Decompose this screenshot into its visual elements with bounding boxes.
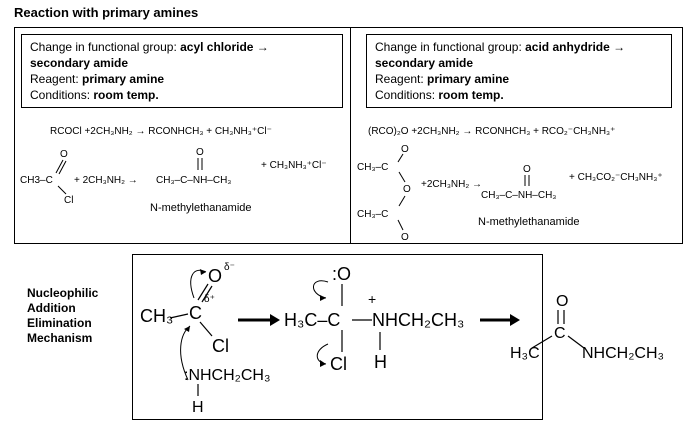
nucleophile: :NHCH₂CH₃ <box>184 367 271 384</box>
mechanism-label-line: Elimination <box>27 316 92 330</box>
table-divider <box>350 27 351 244</box>
alkoxide-oxygen: :O <box>332 264 351 284</box>
mechanism-diagram: CH₃ C δ⁺ O δ⁻ Cl :NHCH₂CH₃ H H₃C–C :O + … <box>140 262 664 416</box>
mechanism-label-line: Addition <box>27 301 76 315</box>
amide-product: CH₃–C–NH–CH₃ <box>156 175 231 186</box>
functional-group-result: secondary amide <box>375 56 474 70</box>
functional-group-label: Change in functional group: <box>375 40 526 54</box>
c-cl-bond <box>57 185 67 195</box>
right-product-name: N-methylethanamide <box>478 216 580 228</box>
product-carbon: C <box>554 325 566 342</box>
c-o-double-bond-1 <box>197 283 209 301</box>
product-amine-group: NHCH₂CH₃ <box>582 345 664 362</box>
left-product-name: N-methylethanamide <box>150 202 252 214</box>
product-oxygen: O <box>556 293 568 310</box>
bottom-bridge-bond <box>398 195 406 207</box>
conditions-label: Conditions: <box>30 88 94 102</box>
reagent-label: Reagent: <box>375 72 428 86</box>
acyl-chloride-structure: O CH3–C Cl + 2CH₃NH₂ → O CH₃–C–NH–CH₃ + … <box>20 147 327 206</box>
chlorine-atom: Cl <box>64 195 73 206</box>
chlorine-atom: Cl <box>212 336 229 356</box>
reactant-acyl: CH3–C <box>20 175 53 186</box>
bottom-acyl-group: CH₃–C <box>357 209 388 220</box>
functional-group-label: Change in functional group: <box>30 40 181 54</box>
methyl-group: CH₃ <box>140 306 173 326</box>
arrowhead <box>320 360 326 367</box>
acid-anhydride-structure: O CH₃–C O CH₃–C O +2CH₃NH₂ → O CH₃–C–NH–… <box>357 144 663 243</box>
acyl-chloride-equation: RCOCl +2CH₃NH₂ → RCONHCH₃ + CH₃NH₃⁺Cl⁻ <box>50 126 272 137</box>
product-oxygen: O <box>196 147 204 158</box>
mechanism-label: Nucleophilic Addition Elimination Mechan… <box>27 286 98 346</box>
mechanism-label-line: Mechanism <box>27 331 93 345</box>
reaction-arrowhead-2 <box>510 314 520 326</box>
ch3-c-bond <box>169 313 189 319</box>
product-methyl: H₃C <box>510 345 540 362</box>
top-bridge-bond <box>398 171 406 183</box>
product-c-n-bond <box>567 335 585 349</box>
product-oxygen: O <box>523 164 531 175</box>
acid-anhydride-info-panel: Change in functional group: acid anhydri… <box>366 34 672 108</box>
bridging-oxygen: O <box>403 184 411 195</box>
reaction-arrowhead-1 <box>270 314 280 326</box>
conditions-label: Conditions: <box>375 88 439 102</box>
amide-product: CH₃–C–NH–CH₃ <box>481 190 556 201</box>
product-ch3-bond <box>531 335 553 349</box>
mechanism-label-line: Nucleophilic <box>27 286 99 300</box>
reagent-label: Reagent: <box>30 72 83 86</box>
functional-group-result: secondary amide <box>30 56 129 70</box>
anhydride-oxygen-bottom: O <box>401 232 409 243</box>
reagent-value: primary amine <box>82 72 165 86</box>
amine-reagent: + 2CH₃NH₂ → <box>74 175 138 186</box>
functional-group-value: acyl chloride → <box>180 40 269 54</box>
amine-reagent: +2CH₃NH₂ → <box>421 179 482 190</box>
top-double-bond <box>397 153 404 163</box>
reagent-value: primary amine <box>427 72 510 86</box>
arrowhead <box>320 295 326 301</box>
carbonyl-oxygen: O <box>208 266 222 286</box>
leaving-chlorine: Cl <box>330 354 347 374</box>
top-acyl-group: CH₃–C <box>357 162 388 173</box>
double-bond-1 <box>55 159 64 174</box>
c-cl-bond <box>199 321 213 337</box>
double-bond-2 <box>58 160 67 175</box>
mechanism-box <box>132 254 543 420</box>
acyl-chloride-info-panel: Change in functional group: acyl chlorid… <box>21 34 343 108</box>
c-o-double-bond-2 <box>201 285 213 303</box>
acid-anhydride-equation: (RCO)₂O +2CH₃NH₂ → RCONHCH₃ + RCO₂⁻CH₃NH… <box>368 126 616 137</box>
page-heading: Reaction with primary amines <box>14 5 199 20</box>
reactions-table <box>14 27 683 244</box>
conditions-value: room temp. <box>438 88 504 102</box>
ammonium-chloride: + CH₃NH₃⁺Cl⁻ <box>261 160 327 171</box>
positive-charge: + <box>368 291 376 307</box>
functional-group-value: acid anhydride → <box>525 40 626 54</box>
carbonyl-carbon: C <box>189 303 202 323</box>
intermediate-carbon-chain: H₃C–C <box>284 310 340 330</box>
delta-plus: δ⁺ <box>204 294 215 305</box>
delta-minus: δ⁻ <box>224 262 235 273</box>
anhydride-oxygen-top: O <box>401 144 409 155</box>
bottom-double-bond <box>397 219 404 231</box>
carbonyl-oxygen: O <box>60 149 68 160</box>
ammonium-hydrogen: H <box>374 352 387 372</box>
arrowhead <box>184 326 190 332</box>
arrowhead <box>200 269 206 275</box>
conditions-value: room temp. <box>93 88 159 102</box>
ammonium-group: NHCH₂CH₃ <box>372 310 464 330</box>
curly-arrow-leave <box>316 343 329 365</box>
nucleophile-hydrogen: H <box>192 399 204 416</box>
carboxylate-salt: + CH₃CO₂⁻CH₃NH₃⁺ <box>569 172 663 183</box>
